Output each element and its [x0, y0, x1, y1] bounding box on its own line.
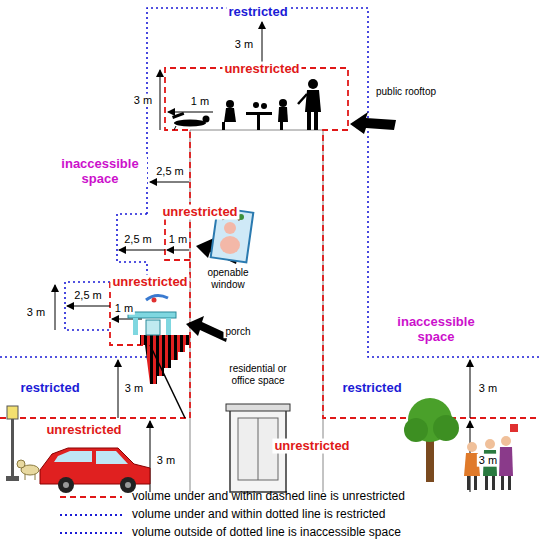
zone-label: inaccessible space — [389, 315, 483, 345]
zone-label: inaccessible space — [53, 157, 147, 187]
dimension: 3 m — [155, 454, 177, 467]
zone-label: restricted — [226, 5, 289, 20]
callout-note: porch — [223, 326, 252, 338]
legend-swatch — [58, 510, 128, 520]
dimension: 3 m — [233, 38, 255, 51]
street-lamp — [6, 406, 19, 481]
dimension-arrow — [55, 22, 470, 492]
zone-label: unrestricted — [272, 439, 351, 454]
zone-label: unrestricted — [110, 275, 189, 290]
legend-swatch — [58, 528, 128, 538]
dimension: 3 m — [477, 382, 499, 395]
zone-label: unrestricted — [44, 423, 123, 438]
dimension: 3 m — [132, 94, 154, 107]
dimension: 3 m — [477, 454, 499, 467]
dimension: 3 m — [123, 382, 145, 395]
tree — [404, 398, 459, 482]
callout-note: public rooftop — [372, 86, 440, 98]
dimension: 2,5 m — [72, 289, 104, 302]
dimension: 1 m — [189, 95, 211, 108]
callout-arrow — [186, 112, 396, 342]
car — [40, 448, 150, 493]
legend-text: volume under and within dashed line is u… — [132, 489, 405, 503]
building-label: residential or office space — [216, 363, 300, 386]
legend-text: volume under and within dotted line is r… — [132, 507, 385, 521]
dimension: 3 m — [25, 306, 47, 319]
dimension: 1 m — [167, 233, 189, 246]
zone-label: unrestricted — [160, 205, 239, 220]
dog — [17, 460, 39, 480]
dimension: 2,5 m — [122, 233, 154, 246]
zone-label: restricted — [18, 381, 81, 396]
zone-label: restricted — [340, 381, 403, 396]
legend-swatch — [58, 492, 128, 502]
pedestrians — [464, 424, 518, 490]
dimension: 1 m — [113, 302, 135, 315]
legend-text: volume outside of dotted line is inacces… — [132, 525, 401, 539]
dimension: 2,5 m — [154, 165, 186, 178]
callout-note: openable window — [193, 267, 263, 290]
restricted-boundary — [0, 8, 539, 357]
rooftop-people — [172, 79, 321, 130]
unrestricted-boundary — [0, 68, 539, 418]
zone-label: unrestricted — [222, 62, 301, 77]
porch-furniture — [128, 295, 190, 418]
